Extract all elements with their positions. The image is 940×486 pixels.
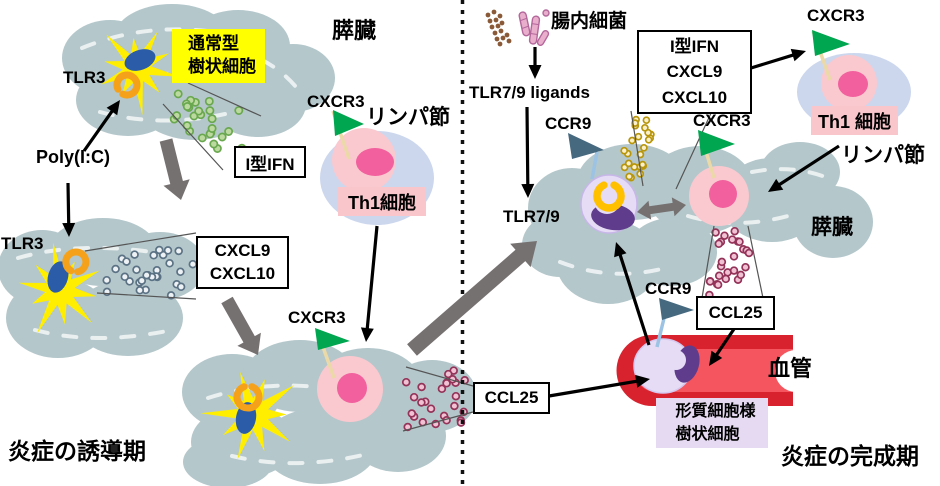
cxcr3-flag-icon xyxy=(333,110,364,136)
completion-phase-label: 炎症の完成期 xyxy=(781,443,919,469)
cxcr3-label-pancreas-right: CXCR3 xyxy=(693,111,751,130)
tlr3-label-bottom: TLR3 xyxy=(1,234,44,253)
vessel-opening xyxy=(775,350,817,392)
pdc-label: 形質細胞様 樹状細胞 xyxy=(656,398,768,448)
tlr79-label: TLR7/9 xyxy=(503,207,560,226)
dc-nuclei-and-receptors xyxy=(47,49,263,434)
cxcr3-label-top-right: CXCR3 xyxy=(807,6,865,25)
gut-bacteria-label: 腸内細菌 xyxy=(551,11,628,32)
ccr9-flag-icon xyxy=(568,133,604,159)
ccr9-label-bottom: CCR9 xyxy=(645,279,692,298)
lymph-node-label-right: リンパ節 xyxy=(841,144,925,167)
induction-phase-label: 炎症の誘導期 xyxy=(8,438,146,464)
lymph-node-label-left: リンパ節 xyxy=(366,106,450,129)
cxcr3-flag-icon xyxy=(812,30,850,56)
pancreas-label-left: 膵臓 xyxy=(332,18,377,43)
cxcr3-flag-icon xyxy=(698,130,735,156)
cytokine-box: I型IFN CXCL9 CXCL10 xyxy=(637,30,752,114)
tlr79-receptor-icon xyxy=(593,181,625,212)
receptor-flags xyxy=(315,30,850,379)
ccl25-box-right: CCL25 xyxy=(696,296,775,330)
secretion-fan-lines xyxy=(84,82,764,432)
tlr3-label-top: TLR3 xyxy=(63,68,106,87)
polyic-label: Poly(I:C) xyxy=(36,147,110,167)
pdc-cell-pancreas xyxy=(580,174,638,234)
type1-ifn-box: I型IFN xyxy=(234,146,306,178)
blob-dash-decor xyxy=(16,27,830,466)
pancreas-blob-right xyxy=(522,142,873,304)
th1-label-right: Th1 細胞 xyxy=(811,106,898,135)
vessel-label: 血管 xyxy=(768,356,813,381)
cxcr3-label-lymph-left: CXCR3 xyxy=(307,92,365,111)
gut-bacteria-icon xyxy=(485,9,550,47)
ccr9-label-top: CCR9 xyxy=(545,114,592,133)
cxcr3-flag-icon xyxy=(315,328,350,350)
ccr9-flag-icon xyxy=(659,298,694,320)
pancreas-label-right: 膵臓 xyxy=(811,216,853,239)
flag-pole xyxy=(590,151,599,180)
conventional-dc-label: 通常型 樹状細胞 xyxy=(172,29,265,83)
ccl25-box-left: CCL25 xyxy=(473,382,550,414)
cxcl9-cxcl10-box: CXCL9 CXCL10 xyxy=(196,236,289,289)
th1-label-left: Th1細胞 xyxy=(338,187,426,216)
tlr79-ligands-label: TLR7/9 ligands xyxy=(469,83,590,102)
th1-cell-bottom-left xyxy=(317,356,383,422)
molecule-dots xyxy=(102,89,754,432)
arrows xyxy=(62,47,840,398)
cxcr3-label-pancreas-left: CXCR3 xyxy=(288,308,346,327)
th1-cell-right-pancreas xyxy=(689,166,749,226)
